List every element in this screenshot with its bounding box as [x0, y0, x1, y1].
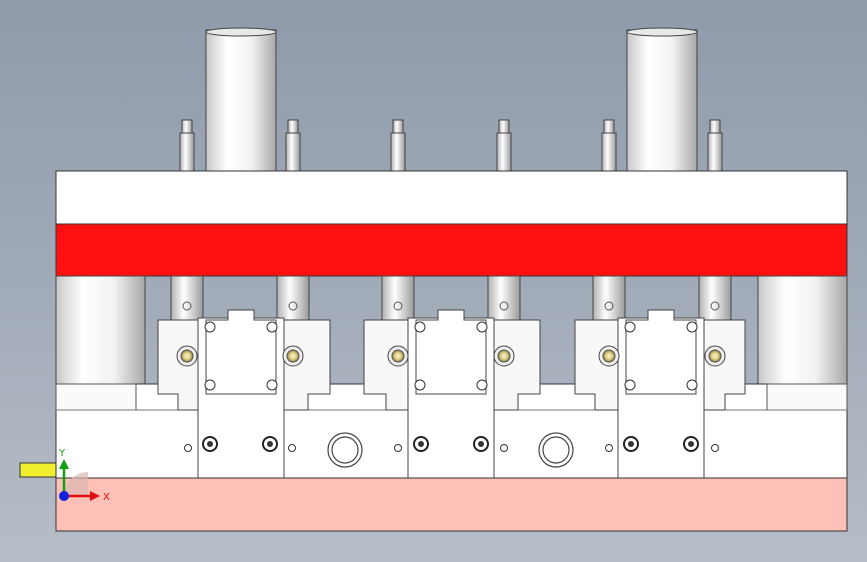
- guide-post-left: [205, 27, 277, 172]
- station-1[interactable]: [157, 309, 331, 479]
- side-post-right: [757, 275, 848, 385]
- top-plate: [55, 170, 848, 225]
- punch-pins: [170, 275, 732, 321]
- punch-holder-plate: [55, 223, 848, 277]
- origin-marker: [19, 462, 57, 478]
- side-post-left: [55, 275, 146, 385]
- coordinate-triad[interactable]: X Y: [58, 448, 110, 503]
- guide-post-right: [626, 27, 698, 172]
- large-holes: [327, 432, 574, 468]
- axis-y-label: Y: [58, 448, 66, 459]
- die-shoe-plate: [55, 477, 848, 532]
- axis-x-label: X: [103, 492, 110, 503]
- station-3[interactable]: [574, 309, 746, 479]
